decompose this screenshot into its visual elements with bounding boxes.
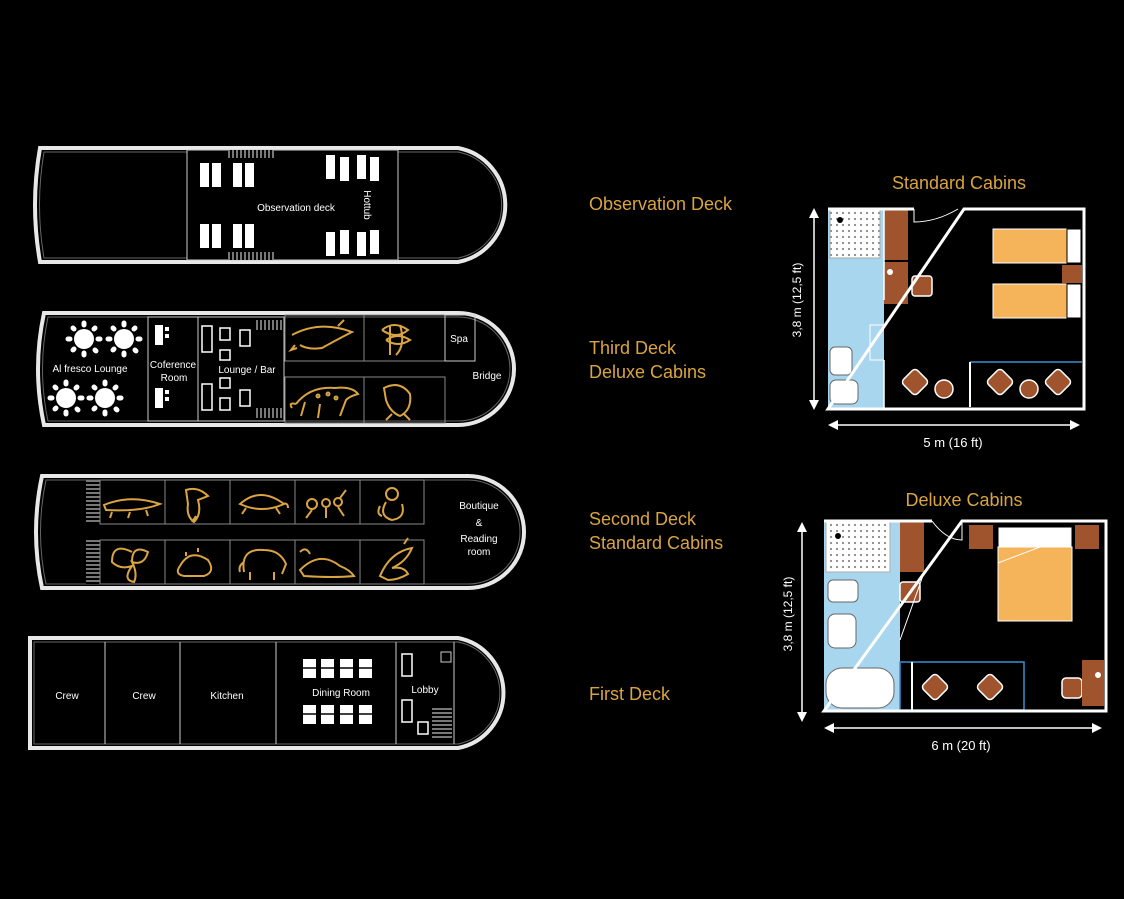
butterfly-icon <box>110 547 150 584</box>
first-deck-title: First Deck <box>589 684 671 704</box>
armchair-icon <box>976 673 1004 701</box>
sun-lounger-icon <box>200 155 379 256</box>
standard-cabin-width-label: 5 m (16 ft) <box>923 435 982 450</box>
tapir-icon <box>238 548 288 580</box>
armchair-icon <box>921 673 949 701</box>
door-icon <box>913 208 959 223</box>
armchair-icon <box>901 368 929 396</box>
stairs-icon <box>86 480 100 524</box>
nightstand-icon <box>1062 265 1082 283</box>
third-deck-subtitle: Deluxe Cabins <box>589 362 706 382</box>
stairs-icon <box>254 408 282 418</box>
armchair-icon <box>1044 368 1072 396</box>
armchair-icon <box>986 368 1014 396</box>
crew-room-1-label: Crew <box>55 691 79 702</box>
stairs-icon <box>228 150 274 158</box>
door-icon <box>931 520 963 541</box>
alfresco-lounge-label: Al fresco Lounge <box>52 364 127 375</box>
boutique-label-line2: & <box>476 518 483 529</box>
jaguar-icon <box>289 386 360 419</box>
shower-icon <box>825 521 891 573</box>
stairs-icon <box>86 540 100 584</box>
conference-room-label-line1: Coference <box>150 360 197 371</box>
boutique-label-line3: Reading <box>460 534 497 545</box>
standard-cabin-height-label: 3,8 m (12,5 ft) <box>790 263 804 338</box>
manatee-icon <box>382 384 412 421</box>
deluxe-cabin-height-label: 3,8 m (12,5 ft) <box>781 577 795 652</box>
second-deck-subtitle: Standard Cabins <box>589 533 723 553</box>
nightstand-icon <box>969 525 993 549</box>
stairs-icon <box>254 320 282 330</box>
nightstand-icon <box>1075 525 1099 549</box>
first-deck-plan: Crew Crew Kitchen Dining Room Lobby <box>28 636 506 750</box>
toucan-icon <box>184 487 210 524</box>
bed-icon <box>992 283 1068 319</box>
pillow-icon <box>1066 228 1082 264</box>
conference-room-label-line2: Room <box>161 373 188 384</box>
wardrobe-icon <box>884 210 908 260</box>
bed-icon <box>992 228 1068 264</box>
lounge-bar-label: Lounge / Bar <box>218 365 276 376</box>
observation-deck-plan: Observation deck Hottub <box>33 146 508 264</box>
bathtub-icon <box>825 667 895 709</box>
crew-room-2-label: Crew <box>132 691 156 702</box>
first-deck-hull <box>28 636 506 750</box>
deluxe-cabins-title: Deluxe Cabins <box>905 490 1022 510</box>
round-table-icon <box>47 320 143 417</box>
third-deck-title: Third Deck <box>589 338 677 358</box>
third-deck-plan: Al fresco Lounge Coference Room Lounge /… <box>36 311 516 427</box>
spa-label: Spa <box>450 334 468 345</box>
hoatzin-icon <box>378 537 414 582</box>
ant-icon <box>305 489 347 519</box>
pillow-icon <box>997 526 1073 548</box>
observation-deck-title: Observation Deck <box>589 194 733 214</box>
boutique-label-line4: room <box>468 547 491 558</box>
stairs-icon <box>432 706 452 740</box>
second-deck-hull <box>34 474 526 590</box>
monkey-icon <box>377 487 404 522</box>
pillow-icon <box>1066 283 1082 319</box>
side-table-icon <box>934 379 954 399</box>
hottub-label: Hottub <box>361 190 372 220</box>
standard-cabins-title: Standard Cabins <box>892 173 1026 193</box>
second-deck-title: Second Deck <box>589 509 697 529</box>
shower-icon <box>829 209 881 259</box>
boutique-label-line1: Boutique <box>459 501 499 512</box>
sink-icon <box>827 613 857 649</box>
caiman-icon <box>102 498 163 519</box>
anaconda-icon <box>381 324 412 356</box>
sofa-icon <box>401 653 429 735</box>
desk-icon <box>1082 660 1104 706</box>
bridge-label: Bridge <box>473 371 502 382</box>
lobby-label: Lobby <box>411 685 438 696</box>
side-table-icon <box>1019 379 1039 399</box>
observation-deck-room-label: Observation deck <box>257 203 336 214</box>
elevator-icon <box>440 651 452 663</box>
spa-room <box>444 314 476 362</box>
toilet-icon <box>827 579 859 603</box>
stairs-icon <box>228 252 274 260</box>
lounge-bar-room <box>197 316 285 422</box>
second-deck-plan: Boutique & Reading room <box>34 474 526 590</box>
turtle-icon <box>238 494 289 515</box>
otter-icon <box>298 548 356 578</box>
dolphin-icon <box>288 319 355 353</box>
frog-icon <box>176 548 213 577</box>
kitchen-label: Kitchen <box>210 691 243 702</box>
deluxe-cabin-plan: Deluxe Cabins 3,8 m (12,5 ft) <box>781 490 1108 753</box>
deluxe-cabin-width-label: 6 m (20 ft) <box>931 738 990 753</box>
conference-table-icon <box>155 325 169 408</box>
bed-icon <box>997 546 1073 622</box>
sofa-icon <box>201 325 251 411</box>
standard-cabin-plan: Standard Cabins 3,8 m (12 <box>790 173 1086 450</box>
chair-icon <box>1061 677 1083 699</box>
dining-room-label: Dining Room <box>312 688 370 699</box>
sink-icon <box>829 346 853 376</box>
wardrobe-icon <box>900 522 924 572</box>
